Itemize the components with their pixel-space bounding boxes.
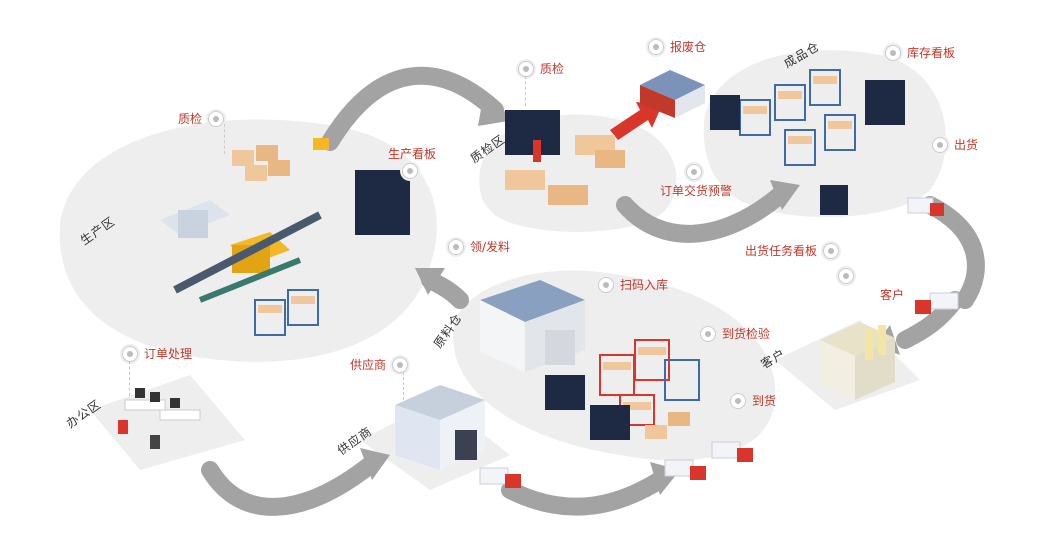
production-racks	[254, 289, 319, 336]
tag-qc-inspect: 质检	[518, 60, 564, 77]
production-line	[160, 200, 322, 303]
tag-arrival-inspection: 到货检验	[700, 325, 770, 342]
tag-shipping: 出货	[932, 136, 978, 153]
location-pin-icon	[700, 325, 716, 342]
tag-customer-label: 客户	[880, 288, 905, 302]
qc-worker	[533, 140, 541, 162]
raw-warehouse-building	[480, 280, 585, 372]
location-pin-icon	[838, 268, 854, 284]
truck-finished	[907, 197, 944, 216]
tag-arrival: 到货	[730, 392, 776, 409]
production-boxes	[232, 145, 290, 181]
tag-production-board: 生产看板	[388, 147, 437, 161]
location-pin-icon	[648, 38, 664, 55]
shipping-task-screen	[820, 185, 848, 215]
location-pin-icon	[122, 345, 138, 362]
office-platform	[90, 375, 245, 470]
flow-arrow-production-to-qc	[321, 66, 504, 151]
tag-order-delivery-alert-pin	[686, 164, 702, 180]
location-pin-icon	[448, 238, 464, 255]
truck-arrival-1	[664, 459, 706, 480]
scrap-warehouse-building	[640, 70, 705, 118]
tag-scrap-warehouse: 报废仓	[648, 38, 706, 55]
tag-shipping-task-board: 出货任务看板	[745, 242, 840, 259]
location-pin-icon	[598, 276, 614, 293]
supplier-building	[395, 385, 485, 470]
location-pin-icon	[402, 163, 418, 179]
location-pin-icon	[518, 60, 534, 77]
truck-supplier	[479, 467, 521, 488]
flow-arrowhead-supplier	[360, 448, 390, 480]
tag-inventory-board: 库存看板	[885, 44, 955, 61]
location-pin-icon	[885, 44, 901, 61]
production-board-screen	[355, 170, 410, 235]
raw-screen-1	[545, 375, 585, 410]
flow-arrowhead-finished	[770, 180, 800, 210]
raw-screen-2	[590, 405, 630, 440]
tag-pick-issue: 领/发料	[448, 238, 510, 255]
flow-arrow-finished-to-customer	[921, 196, 985, 309]
forklift	[313, 138, 329, 150]
inventory-board-screen	[865, 80, 905, 125]
truck-customer	[915, 292, 959, 314]
office-desks	[118, 388, 201, 449]
finished-left-screen	[710, 95, 740, 130]
tag-qc-production: 质检	[178, 110, 225, 127]
raw-conveyor-boxes	[645, 412, 690, 439]
location-pin-icon	[686, 164, 702, 180]
tag-production-board-pin	[402, 163, 418, 179]
flow-arrow-office-to-supplier	[201, 456, 379, 516]
flow-arrow-qc-to-finished	[616, 186, 789, 243]
location-pin-icon	[932, 136, 948, 153]
qc-screen	[505, 110, 560, 155]
location-pin-icon	[392, 356, 409, 373]
tag-scan-inbound: 扫码入库	[598, 276, 668, 293]
tag-supplier: 供应商	[350, 356, 409, 373]
scrap-arrow	[610, 102, 662, 140]
qc-boxes	[505, 135, 625, 205]
tag-order-processing: 订单处理	[122, 345, 192, 362]
location-pin-icon	[823, 242, 840, 259]
location-pin-icon	[730, 392, 746, 409]
customer-factory	[820, 322, 895, 400]
flow-arrowhead-production	[415, 268, 445, 295]
location-pin-icon	[208, 110, 225, 127]
flow-arrow-supplier-to-raw	[501, 471, 669, 516]
tag-order-delivery-alert: 订单交货预警	[660, 184, 733, 198]
truck-arrival-2	[711, 441, 753, 462]
tag-customer	[838, 268, 854, 284]
